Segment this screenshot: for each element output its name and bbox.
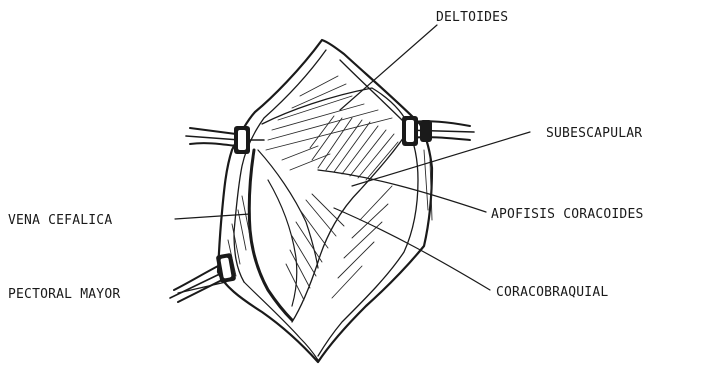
leader-apofisis xyxy=(318,170,486,212)
leader-lines xyxy=(175,25,530,293)
leader-deltoides xyxy=(340,25,437,110)
leader-coracobraquial xyxy=(334,208,490,290)
leader-vena xyxy=(175,214,250,219)
label-pectoral-mayor: PECTORAL MAYOR xyxy=(8,287,120,302)
label-apofisis-coracoides: APOFISIS CORACOIDES xyxy=(491,207,644,222)
label-subescapular: SUBESCAPULAR xyxy=(546,126,642,141)
retractor-lower-left xyxy=(170,253,236,302)
label-coracobraquial: CORACOBRAQUIAL xyxy=(496,285,608,300)
leader-subescapular xyxy=(352,132,530,186)
label-deltoides: DELTOIDES xyxy=(436,10,508,25)
retractor-upper-right xyxy=(402,116,474,146)
label-vena-cefalica: VENA CEFALICA xyxy=(8,213,112,228)
retractor-upper-left xyxy=(186,126,264,154)
